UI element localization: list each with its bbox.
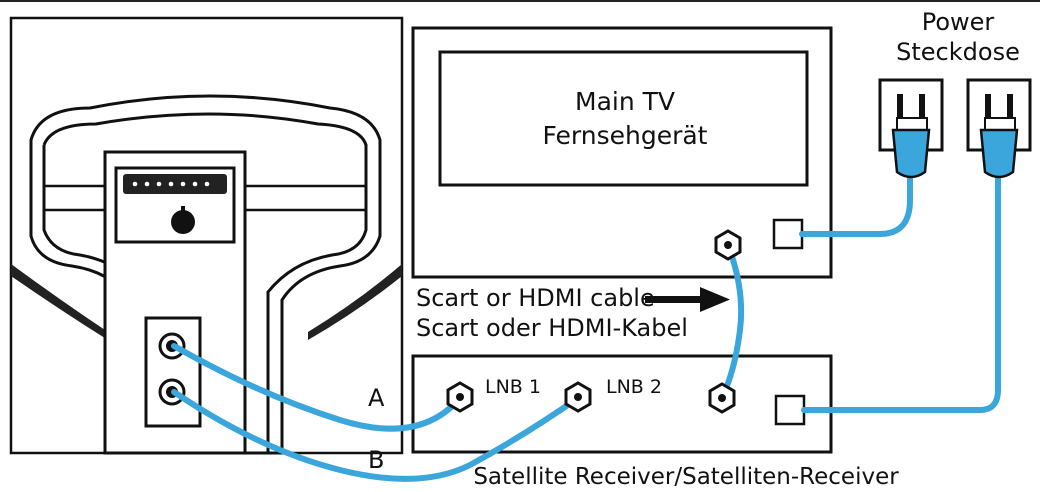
- tv-title-line1: Main TV: [575, 87, 675, 116]
- cable-label-line1: Scart or HDMI cable: [416, 284, 655, 312]
- satellite-receiver: [411, 354, 833, 454]
- connection-b-label: B: [368, 446, 384, 474]
- cable-tv-receiver: [719, 242, 745, 401]
- tv-title-line2: Fernsehgerät: [543, 121, 708, 150]
- cable-b: [171, 389, 581, 482]
- lnb2-label: LNB 2: [606, 376, 662, 398]
- power-label-line1: Power: [922, 8, 995, 36]
- power-label-line2: Steckdose: [896, 38, 1020, 66]
- receiver-power-port: [774, 394, 806, 426]
- lnb1-label: LNB 1: [485, 376, 541, 398]
- receiver-caption: Satellite Receiver/Satelliten-Receiver: [473, 464, 899, 490]
- arrow-right-icon: [645, 287, 730, 312]
- main-tv: [411, 26, 833, 279]
- cable-label-line2: Scart oder HDMI-Kabel: [416, 314, 688, 342]
- cables: [171, 157, 1001, 482]
- f-connector-icon: [446, 229, 742, 414]
- cable-a: [171, 343, 463, 432]
- cable-receiver-power: [801, 157, 1001, 413]
- power-plugs: [891, 117, 1019, 179]
- connection-a-label: A: [368, 384, 385, 412]
- cable-tv-power: [799, 157, 913, 237]
- tv-power-port: [772, 218, 804, 250]
- satellite-dish-back-icon: [9, 16, 404, 455]
